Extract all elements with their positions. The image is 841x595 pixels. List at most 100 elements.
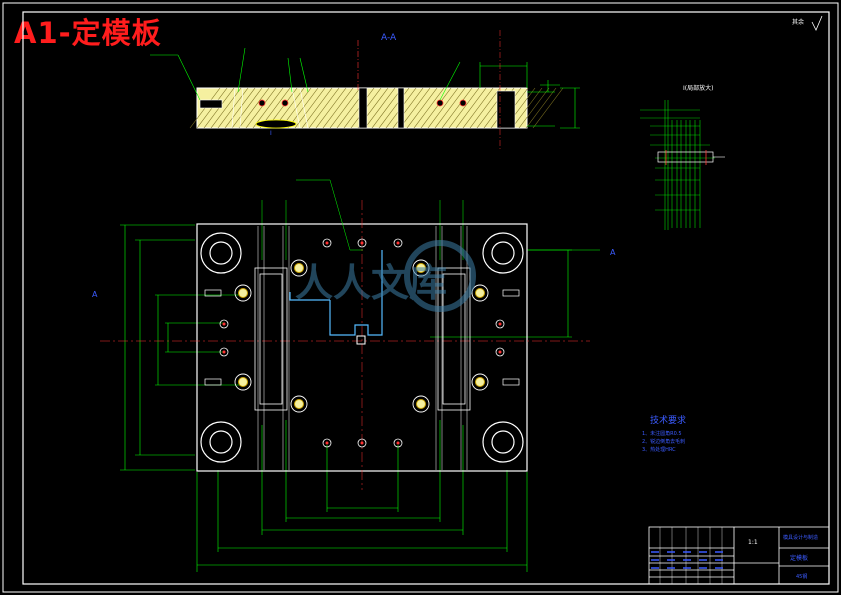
hatch-line [399, 87, 431, 129]
slide-rail-right [435, 226, 471, 470]
hatch-line [287, 87, 319, 129]
leader-plan [296, 179, 363, 251]
tech-req-item: 2、锐边倒角去毛刺 [642, 438, 685, 445]
dim-section-height [560, 87, 580, 129]
inner-border [22, 11, 830, 585]
screw-thread [416, 399, 426, 409]
section-pin-hole [459, 99, 467, 107]
hatch-line [427, 87, 459, 129]
hatch-line [511, 87, 543, 129]
dim-width-2 [217, 470, 508, 552]
pin-hole [219, 319, 229, 329]
section-marker-right: A [610, 248, 616, 257]
pin-center [396, 241, 400, 245]
detail-edges [665, 150, 707, 165]
hatch-line [294, 87, 326, 129]
roughness-note: 其余 [792, 18, 804, 26]
hatch-line [238, 87, 270, 129]
pin-center [222, 322, 226, 326]
pin-center [325, 241, 329, 245]
title-block-part-name: 定模板 [790, 554, 808, 562]
screw-thread [416, 263, 426, 273]
hatch-line [308, 87, 340, 129]
pin-hole [322, 238, 332, 248]
section-pin-hole [436, 99, 444, 107]
watermark: 人人文库 [295, 240, 476, 312]
screw-thread [475, 377, 485, 387]
tech-req-item: 1、未注圆角R0.5 [642, 430, 682, 437]
cooling-port [502, 289, 520, 297]
pin-center [360, 241, 364, 245]
title-block-rows [651, 551, 723, 569]
detail-dimension-lines [664, 100, 701, 230]
hatch-line [434, 87, 466, 129]
pin-hole [393, 438, 403, 448]
roughness-symbol [811, 15, 823, 31]
screw-hole [471, 373, 489, 391]
screw-holes [204, 259, 520, 413]
dim-width-3 [261, 425, 464, 535]
screw-hole [234, 373, 252, 391]
dim-section-ext [527, 91, 555, 127]
dim-height-2 [135, 239, 195, 456]
section-angled-bore [231, 87, 244, 129]
section-angled-bore [291, 87, 309, 129]
pin-hole [219, 347, 229, 357]
hatch-line [252, 87, 284, 129]
pin-center [498, 322, 502, 326]
pin-holes [219, 238, 505, 448]
pin-hole [322, 438, 332, 448]
hatch-line [231, 87, 263, 129]
drawing-title: A1-定模板 [14, 16, 162, 50]
dim-height-4 [165, 322, 225, 353]
section-pin-hole [281, 99, 289, 107]
section-marker-left: A [92, 290, 98, 299]
cooling-port [502, 378, 520, 386]
dim-top-ext [261, 200, 464, 260]
section-label: A-A [381, 33, 397, 43]
pin-center [222, 350, 226, 354]
hatch-line [329, 87, 361, 129]
runner-channel [289, 250, 383, 336]
hatch-line [406, 87, 438, 129]
hatch-line [364, 87, 396, 129]
screw-thread [238, 377, 248, 387]
detail-marker: I [270, 130, 272, 137]
hatch-line [301, 87, 333, 129]
guide-pillar-holes [200, 232, 524, 463]
plan-view [100, 179, 600, 572]
hatch-line [224, 87, 256, 129]
leader-section-2 [237, 47, 309, 93]
dim-width-5 [326, 445, 399, 512]
section-detail-region [255, 119, 297, 129]
pin-hole [495, 347, 505, 357]
pin-center [325, 441, 329, 445]
dim-height-3 [155, 294, 245, 386]
hatch-line [462, 87, 494, 129]
pin-hole [393, 238, 403, 248]
screw-thread [238, 288, 248, 298]
screw-hole [412, 395, 430, 413]
pin-hole [357, 438, 367, 448]
hatch-line [245, 87, 277, 129]
sprue-gate [356, 335, 366, 345]
dim-tick [540, 80, 560, 92]
pin-hole [357, 238, 367, 248]
screw-hole [290, 395, 308, 413]
title-block-school: 模具设计与制造 [783, 534, 818, 541]
leader-section-3 [439, 61, 461, 101]
hatch-line [322, 87, 354, 129]
screw-thread [475, 288, 485, 298]
screw-hole [412, 259, 430, 277]
pin-center [498, 350, 502, 354]
hatch-line [371, 87, 403, 129]
hatch-line [532, 87, 564, 129]
cooling-port [204, 289, 222, 297]
hatch-line [420, 87, 452, 129]
hatch-line [441, 87, 473, 129]
title-block [648, 526, 830, 585]
pin-center [360, 441, 364, 445]
title-block-scale: 1:1 [748, 539, 758, 546]
